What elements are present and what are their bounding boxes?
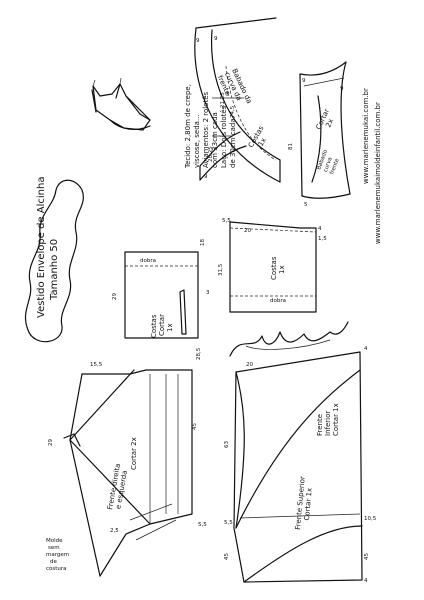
measurement: 2,5 — [110, 528, 119, 534]
costas-right-piece: dobra Costas 1x 5,5 20 31,5 4 1,5 — [218, 218, 327, 313]
fabric-note-line: Aviamentos: 2 rolotês — [202, 91, 210, 168]
measurement: 4 — [364, 578, 368, 584]
measurement: 5,5 — [224, 520, 233, 526]
measurement: 20 — [246, 362, 253, 368]
piece-label: curva — [323, 157, 334, 174]
piece-label: Cortar — [158, 314, 166, 336]
note-line: costura — [46, 566, 67, 572]
no-seam-note: Molde sem margem de costura — [46, 538, 69, 572]
piece-label: 1x — [278, 265, 286, 274]
measurement: 18 — [200, 239, 206, 246]
measurement: 5 — [226, 92, 230, 98]
piece-label: Cortar 1x — [332, 403, 340, 436]
piece-label: Cortar 2x — [130, 437, 138, 470]
measurement: 63 — [224, 441, 230, 448]
note-line: de — [50, 559, 57, 565]
measurement: 5,5 — [222, 218, 231, 224]
piece-label: Costas — [270, 256, 278, 280]
babado-small-piece: Cortar 2x Babado curva frente 81 9 9 5 — [288, 61, 351, 208]
title-cloud: Vestido Envelope de Alcinha Tamanho 50 — [24, 177, 84, 343]
measurement: 28,25 — [208, 146, 214, 162]
dress-sketch-illustration — [91, 77, 151, 131]
measurement: 29 — [48, 439, 54, 446]
piece-label: 1x — [166, 323, 174, 332]
measurement: 9 — [302, 78, 306, 84]
measurement: 4 — [364, 346, 368, 352]
page-subtitle: Tamanho 50 — [49, 239, 60, 301]
measurement: 28,5 — [196, 347, 202, 360]
note-line: sem — [48, 545, 60, 551]
costas-piece: dobra Costas Cortar 1x 29 18 3 — [112, 239, 210, 339]
piece-label: Inferior — [324, 411, 332, 436]
measurement: 29 — [112, 293, 118, 300]
website-link: www.marlenemukaimoldeinfantil.com.br — [374, 102, 382, 244]
measurement: 4 — [318, 226, 322, 232]
websites: www.marlenemukai.com.br www.marlenemukai… — [362, 88, 382, 244]
measurement: 20 — [244, 228, 251, 234]
measurement: 10,5 — [364, 516, 377, 522]
measurement: 5 — [304, 202, 308, 208]
fold-label: dobra — [270, 298, 286, 304]
page-title: Vestido Envelope de Alcinha — [36, 177, 47, 318]
piece-label: 1x — [257, 136, 268, 147]
measurement: 45 — [224, 553, 230, 560]
piece-label: Cortar 1x — [303, 488, 314, 521]
saia-frente-piece: Frente Superior Cortar 1x Frente Inferio… — [224, 346, 377, 584]
measurement: 9 — [340, 86, 344, 92]
piece-label: 2x — [324, 118, 335, 129]
fabric-note-line: Tecido: 2,80m de crepe, — [184, 84, 192, 169]
measurement: 45 — [192, 423, 198, 430]
note-line: Molde — [46, 538, 63, 544]
measurement: 9 — [196, 38, 200, 44]
fabric-note-line: viscose, seda... — [193, 114, 201, 168]
measurement: 21,25 — [220, 92, 226, 108]
measurement: 9 — [204, 174, 208, 180]
measurement: 31,5 — [218, 263, 224, 276]
measurement: 15,5 — [90, 362, 103, 368]
measurement: 74,5 — [230, 105, 236, 118]
measurement: 81 — [288, 143, 294, 150]
piece-label: frente — [329, 157, 340, 175]
piece-label: Frente — [316, 414, 324, 436]
measurement: 45 — [364, 553, 370, 560]
fold-label: dobra — [140, 258, 156, 264]
fabric-note-line: de 30cm cada. — [229, 116, 237, 168]
measurement: 5,5 — [198, 522, 207, 528]
frente-piece: Frente direita e esquerda Cortar 2x 15,5… — [46, 347, 207, 577]
measurement: 9 — [214, 36, 218, 42]
website-link: www.marlenemukai.com.br — [362, 88, 370, 184]
fabric-note-line: com 33cm cada — [211, 112, 219, 168]
measurement: 1,5 — [318, 236, 327, 242]
note-line: margem — [46, 552, 69, 558]
piece-label: Costas — [150, 314, 158, 338]
measurement: 3 — [206, 290, 210, 296]
signature — [229, 321, 349, 357]
